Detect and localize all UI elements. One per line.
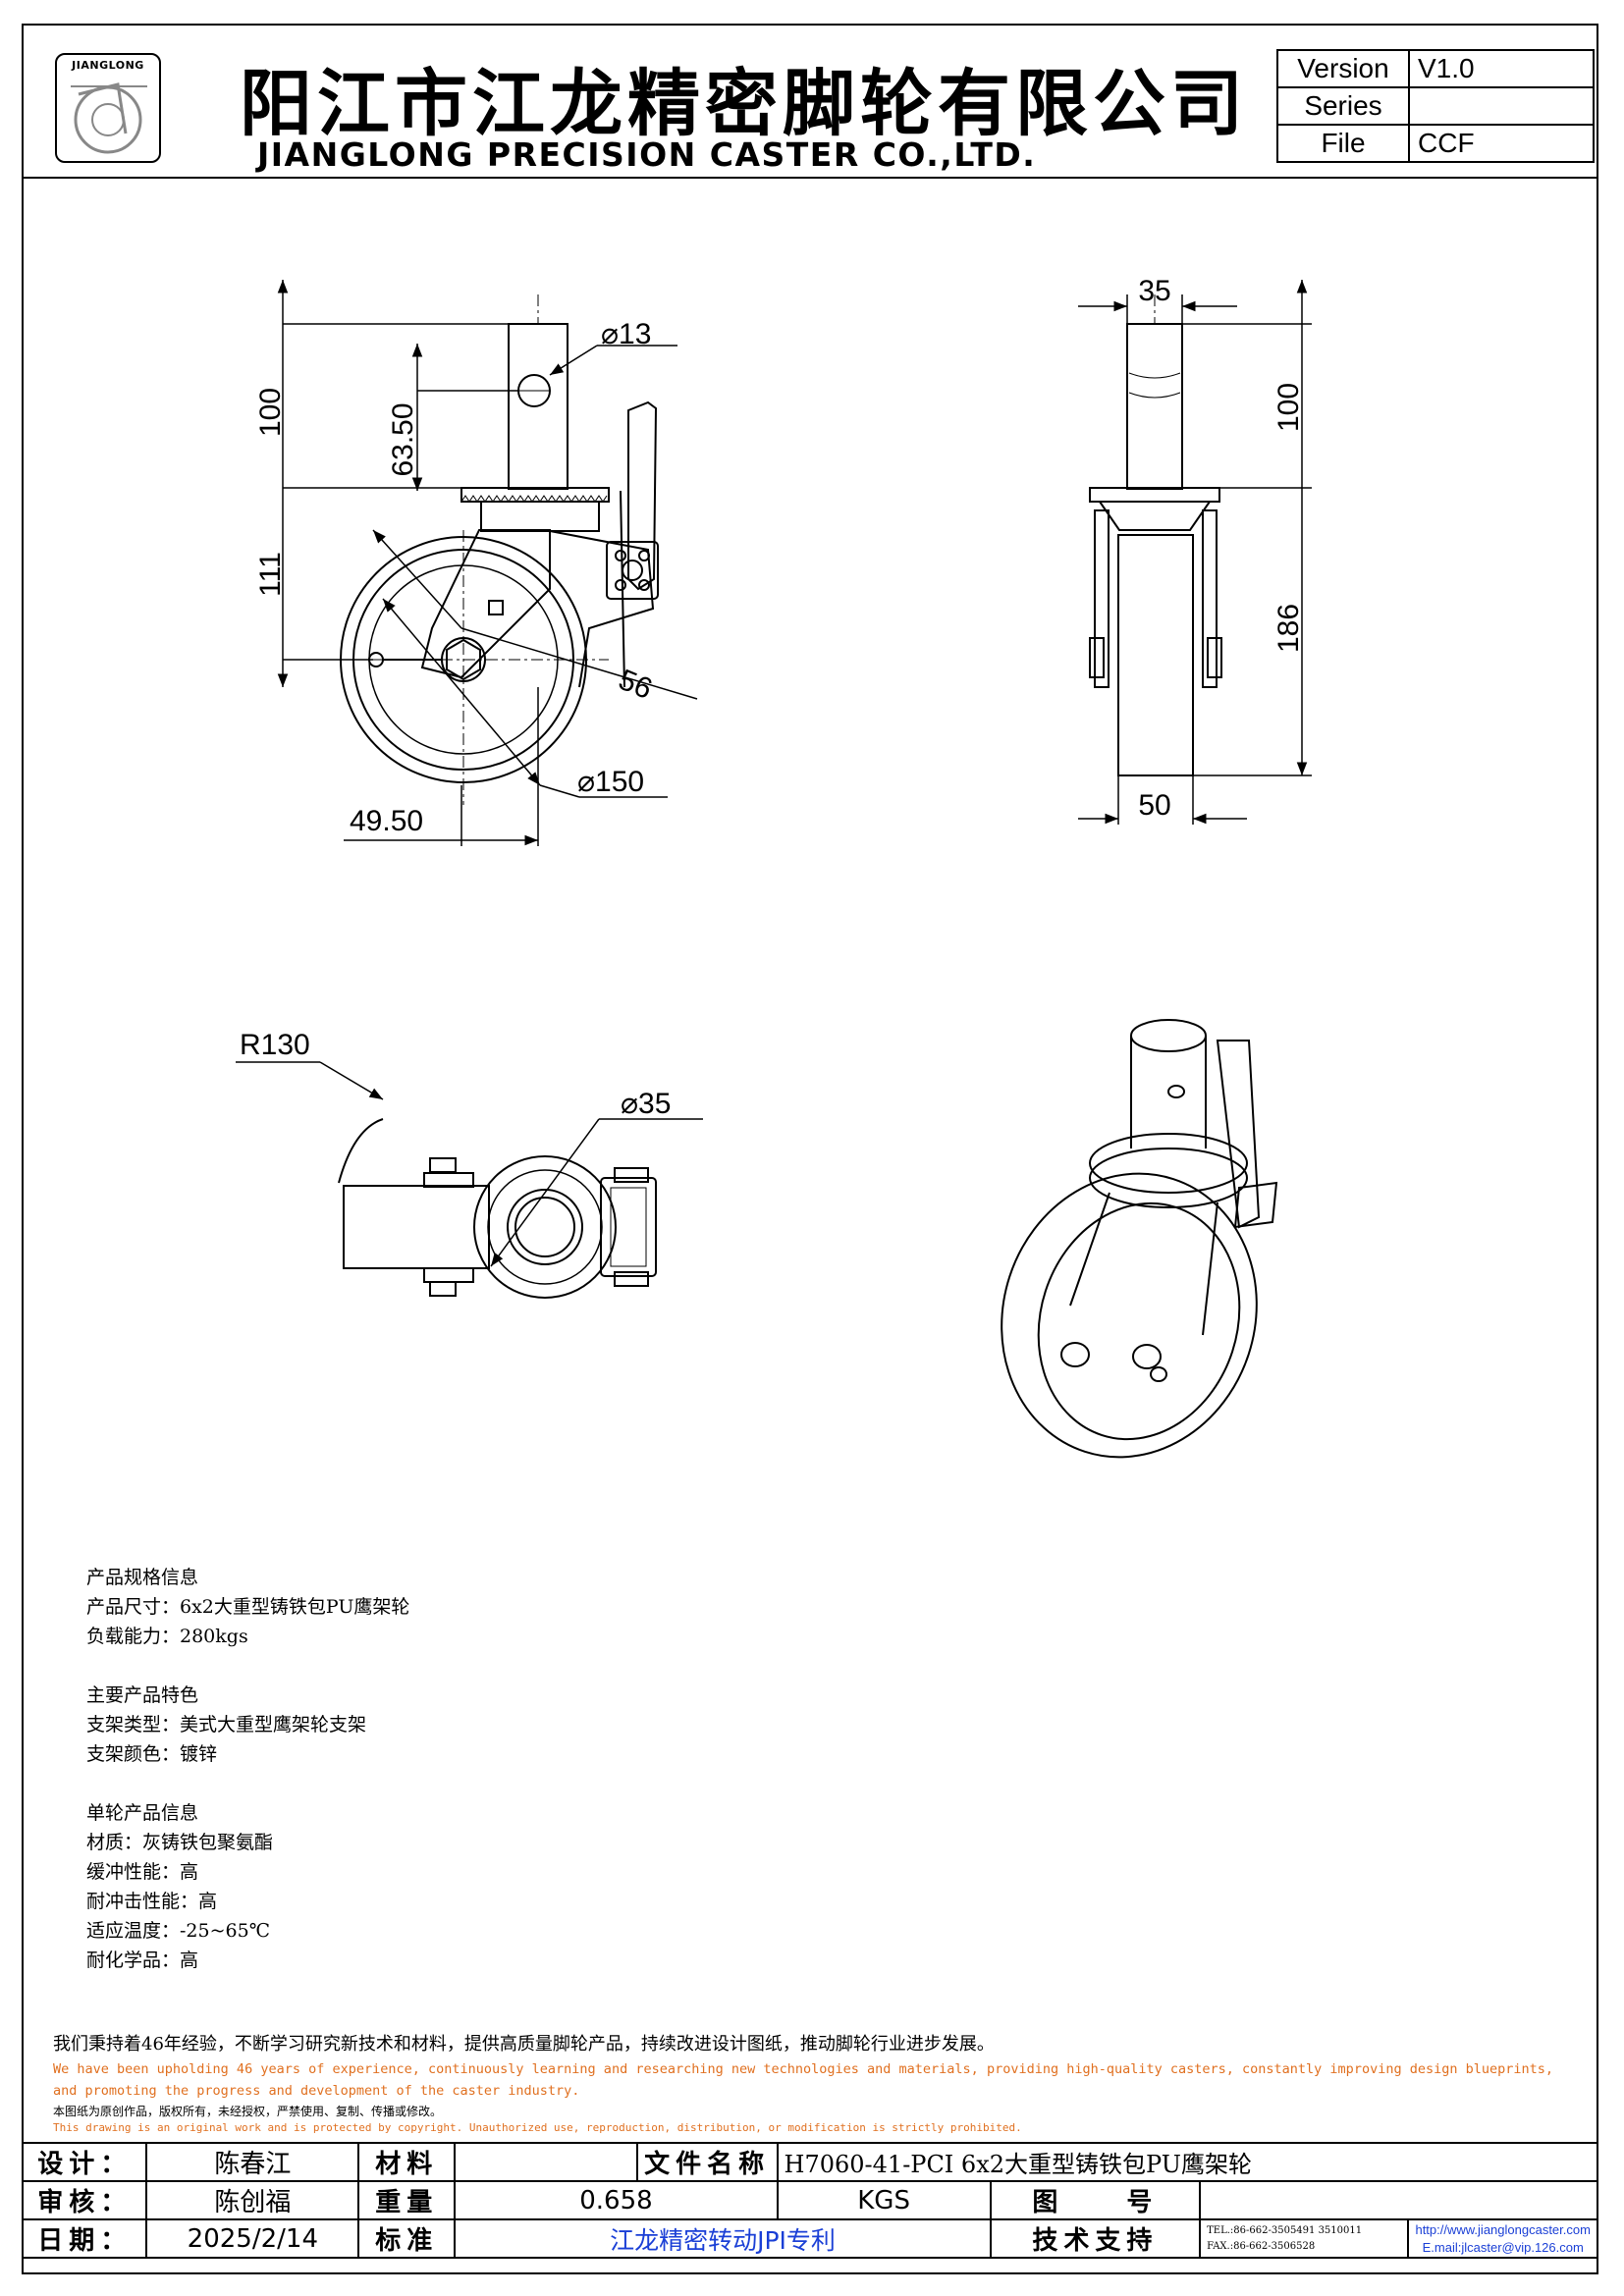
dim-offset-horizontal: 49.50	[350, 805, 423, 837]
company-logo: JIANGLONG	[55, 53, 161, 163]
series-row: Series	[1276, 86, 1595, 126]
dim-hole-dia: ⌀13	[601, 318, 651, 350]
technical-drawing: 100 63.50 ⌀13 111 56 ⌀150 49.50 35 100 1…	[236, 275, 1312, 1459]
patent-text: 江龙精密转动JPI专利	[454, 2218, 992, 2259]
spec-line: 适应温度：-25~65℃	[86, 1920, 270, 1942]
version-label: Version	[1276, 49, 1410, 88]
designer: 陈春江	[145, 2142, 360, 2182]
drawing-frame	[22, 24, 1598, 2274]
dim-wheel-width: 50	[1138, 789, 1170, 822]
dim-offset: 56	[614, 664, 656, 706]
front-view	[1089, 294, 1222, 776]
spec-heading-1: 产品规格信息	[86, 1567, 199, 1588]
review-label: 审核：	[21, 2180, 148, 2220]
spec-line: 负载能力：280kgs	[86, 1626, 248, 1647]
website-link[interactable]: http://www.jianglongcaster.com	[1415, 2221, 1591, 2237]
spec-heading-2: 主要产品特色	[86, 1684, 199, 1706]
version-table: Version V1.0 Series File CCF	[1276, 49, 1595, 163]
spec-line: 缓冲性能：高	[86, 1861, 199, 1883]
dim-stem-height: 100	[254, 388, 287, 437]
company-name-cn: 阳江市江龙精密脚轮有限公司	[240, 62, 1248, 146]
title-row-review: 审核： 陈创福 重量 0.658 KGS 图 号	[21, 2180, 1598, 2220]
material-label: 材料	[357, 2142, 457, 2182]
series-label: Series	[1276, 86, 1410, 126]
weight-unit: KGS	[776, 2180, 992, 2220]
contact-web: http://www.jianglongcaster.com E.mail:jl…	[1407, 2218, 1598, 2259]
dim-stem-dia: ⌀35	[621, 1088, 671, 1120]
version-row: Version V1.0	[1276, 49, 1595, 88]
spec-line: 产品尺寸：6x2大重型铸铁包PU鹰架轮	[86, 1596, 410, 1618]
drawing-no-label: 图 号	[989, 2180, 1202, 2220]
top-view	[338, 1118, 657, 1299]
isometric-view	[1001, 1019, 1278, 1459]
file-value: CCF	[1408, 124, 1595, 163]
spec-heading-3: 单轮产品信息	[86, 1802, 199, 1824]
file-row: File CCF	[1276, 124, 1595, 163]
dim-total-height: 186	[1272, 604, 1305, 653]
title-row-date: 日期： 2025/2/14 标准 江龙精密转动JPI专利 技术支持 TEL.:8…	[21, 2218, 1598, 2259]
filename: H7060-41-PCI 6x2大重型铸铁包PU鹰架轮	[776, 2142, 1599, 2182]
weight-label: 重量	[357, 2180, 457, 2220]
dim-swivel-height: 111	[254, 552, 287, 597]
material-value	[454, 2142, 638, 2182]
title-row-design: 设计： 陈春江 材料 文件名称 H7060-41-PCI 6x2大重型铸铁包PU…	[21, 2142, 1599, 2182]
side-view	[340, 294, 659, 805]
dim-front-stem-height: 100	[1272, 383, 1305, 432]
copyright-en: This drawing is an original work and is …	[53, 2121, 1022, 2134]
spec-line: 材质：灰铸铁包聚氨酯	[86, 1832, 274, 1853]
support-label: 技术支持	[989, 2218, 1202, 2259]
fax: FAX.:86-662-3506528	[1207, 2240, 1316, 2252]
dim-stem-width: 35	[1138, 275, 1170, 307]
email-link[interactable]: E.mail:jlcaster@vip.126.com	[1422, 2239, 1584, 2255]
series-value	[1408, 86, 1595, 126]
contact-phone: TEL.:86-662-3505491 3510011 FAX.:86-662-…	[1199, 2218, 1410, 2259]
spec-line: 支架类型：美式大重型鹰架轮支架	[86, 1714, 367, 1735]
product-specs: 产品规格信息 产品尺寸：6x2大重型铸铁包PU鹰架轮 负载能力：280kgs 主…	[86, 1563, 409, 1975]
file-label: File	[1276, 124, 1410, 163]
spec-line: 耐化学品：高	[86, 1949, 199, 1971]
header-divider	[22, 177, 1598, 179]
copyright-cn: 本图纸为原创作品，版权所有，未经授权，严禁使用、复制、传播或修改。	[53, 2105, 443, 2118]
spec-line: 耐冲击性能：高	[86, 1891, 218, 1912]
side-view-dimensions	[277, 280, 698, 846]
tel: TEL.:86-662-3505491 3510011	[1207, 2224, 1363, 2236]
dim-swivel-radius: R130	[240, 1029, 310, 1061]
dim-hole-height: 63.50	[387, 402, 419, 476]
standard-label: 标准	[357, 2218, 457, 2259]
title-block: 设计： 陈春江 材料 文件名称 H7060-41-PCI 6x2大重型铸铁包PU…	[21, 2142, 1599, 2259]
top-view-dimensions	[236, 1061, 703, 1267]
version-value: V1.0	[1408, 49, 1595, 88]
date: 2025/2/14	[145, 2218, 360, 2259]
spec-line: 支架颜色：镀锌	[86, 1743, 218, 1765]
reviewer: 陈创福	[145, 2180, 360, 2220]
front-view-dimensions	[1078, 280, 1312, 825]
date-label: 日期：	[21, 2218, 148, 2259]
design-label: 设计：	[21, 2142, 148, 2182]
filename-label: 文件名称	[635, 2142, 779, 2182]
company-name-en: JIANGLONG PRECISION CASTER CO.,LTD.	[257, 135, 1037, 174]
caster-logo-icon	[71, 82, 147, 154]
dim-wheel-dia: ⌀150	[577, 766, 644, 798]
logo-text: JIANGLONG	[72, 59, 144, 72]
mission-statement-cn: 我们秉持着46年经验，不断学习研究新技术和材料，提供高质量脚轮产品，持续改进设计…	[53, 2034, 995, 2055]
weight-value: 0.658	[454, 2180, 779, 2220]
drawing-no	[1199, 2180, 1598, 2220]
mission-statement-en: We have been upholding 46 years of exper…	[53, 2061, 1554, 2099]
